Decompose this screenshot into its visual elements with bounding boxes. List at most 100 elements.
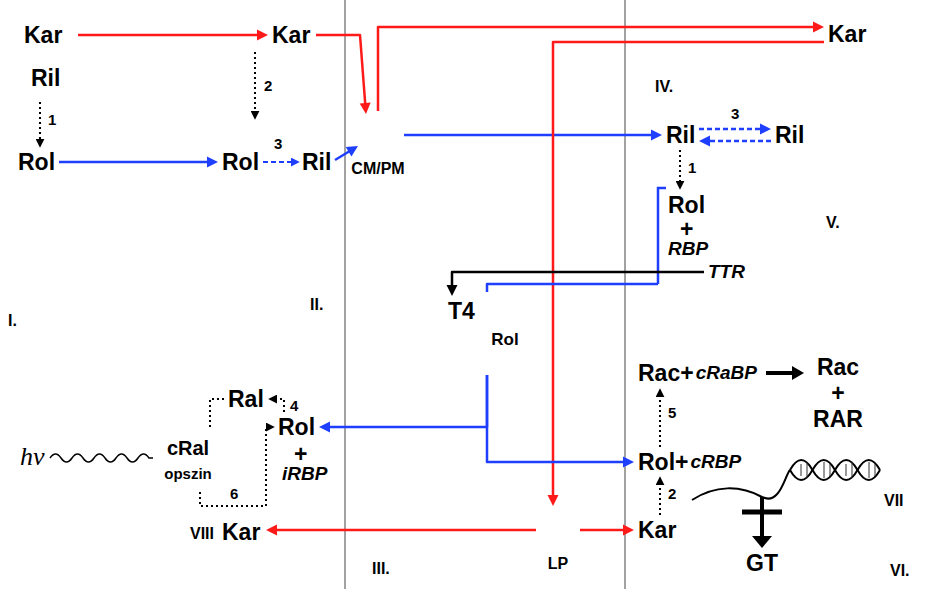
molecule-label: Rac+ [638,360,694,386]
target-cell: Rac+cRaBP5Rol+cRBP2KarGTVI.VIIRac + RAR [628,310,925,585]
molecule-label: Kar [24,22,62,48]
receptor-box [806,351,871,438]
protein-subunit [448,297,492,373]
flow-connector [548,42,825,506]
flow-line [59,161,208,164]
flow-line [78,34,258,37]
molecule-label: Kar [638,517,676,543]
flow-connector [404,130,662,141]
retinol-circle: Rol [485,320,525,360]
region-label: VII [884,492,904,510]
lipoprotein-icon: CM/PM [350,108,406,182]
flow-line [487,375,624,462]
expression-stem [760,497,764,538]
arrow-head [548,495,559,506]
flow-line [378,27,814,111]
step-number: 1 [48,112,56,128]
conversion-arrow [263,161,298,163]
region-divider [345,0,625,589]
intestine-cell: Kar23RolRilII. [95,15,340,322]
step-number: 4 [290,398,298,414]
arrow-head [319,422,330,433]
hepatocyte-box [646,73,758,290]
dna-strand [790,460,880,480]
stellate-cell: RilV. [745,12,915,262]
dna-strand [790,460,880,480]
flow-connector [335,146,358,160]
conversion-line [210,399,224,430]
conversion-arrow [270,399,284,412]
complex-bracket [658,188,666,284]
opsin-box: cRalopszin [153,430,223,492]
molecule-label: Rac + RAR [810,354,866,432]
flow-connector [580,525,634,536]
lipid-blob [552,539,564,551]
cell-nucleus [756,341,915,500]
lipid-blob [559,530,573,544]
lipid-blob [359,131,369,141]
step-number: 6 [230,486,238,502]
target-cell-outline [628,310,925,585]
molecule-label: Ril [775,122,804,148]
conversion-arrow [659,390,661,447]
intestine-cell [95,15,340,322]
light-wave [50,454,153,462]
protein-label: TTR [708,261,745,283]
receptor-box: Rac + RAR [805,350,871,438]
arrow-head [360,103,371,114]
flow-line [329,375,487,427]
flow-connector [487,375,634,468]
binding-arrow-head [792,366,804,380]
binding-arrow [766,371,794,375]
lipoprotein-icon: LP [534,506,582,574]
flow-line [487,284,658,292]
arrow-head [207,157,218,168]
retina-cell: Ral4Rol+iRBP6KarVIIIcRalopszin [148,377,344,567]
flow-connector [699,124,771,135]
expression-arrow-head [752,536,772,548]
flow-connector [78,30,268,41]
arrow-head [623,525,634,536]
protein-label: RBP [668,238,708,260]
gene-wire [692,470,790,500]
lipid-blob [373,128,383,138]
region-label: I. [8,312,17,330]
region-label: V. [826,214,840,232]
food-box: KarRil [14,16,76,100]
step-number: 1 [688,160,696,176]
molecule-label: Ril [666,122,695,148]
region-label: VI. [890,562,910,580]
lipoprotein-icon [534,506,582,554]
flow-connector [378,22,824,112]
region-label: LP [548,555,568,573]
transport-complex: T4Rol [445,290,542,375]
stellate-cell [745,12,915,258]
arrow-head [266,525,277,536]
tissue-region: 1RolI.KarRil [0,0,170,338]
flow-connector [487,284,658,292]
flow-connector [316,35,371,114]
flow-line [316,35,365,104]
flow-line [580,529,624,532]
arrow-head [623,457,634,468]
protein-label: cRBP [690,451,741,473]
retinol-circle [486,321,525,360]
lipid-blob [372,144,384,156]
molecule-label: Ril [302,149,331,175]
molecule-label: Ral [228,386,264,412]
liver-cell [629,6,924,297]
step-number: 3 [731,106,739,122]
lipid-blob [553,523,563,533]
step-number: 5 [668,405,676,421]
step-number: 3 [274,136,282,152]
step-number: 2 [668,486,676,502]
region-label: CM/PM [351,160,404,178]
lipoprotein-icon [354,111,402,159]
molecule-label: Kar [222,519,260,545]
flow-connector [59,157,218,168]
dna-rungs [801,462,875,478]
cell-nucleus: VIIRac + RAR [755,340,915,500]
lipid-blob [554,511,566,523]
